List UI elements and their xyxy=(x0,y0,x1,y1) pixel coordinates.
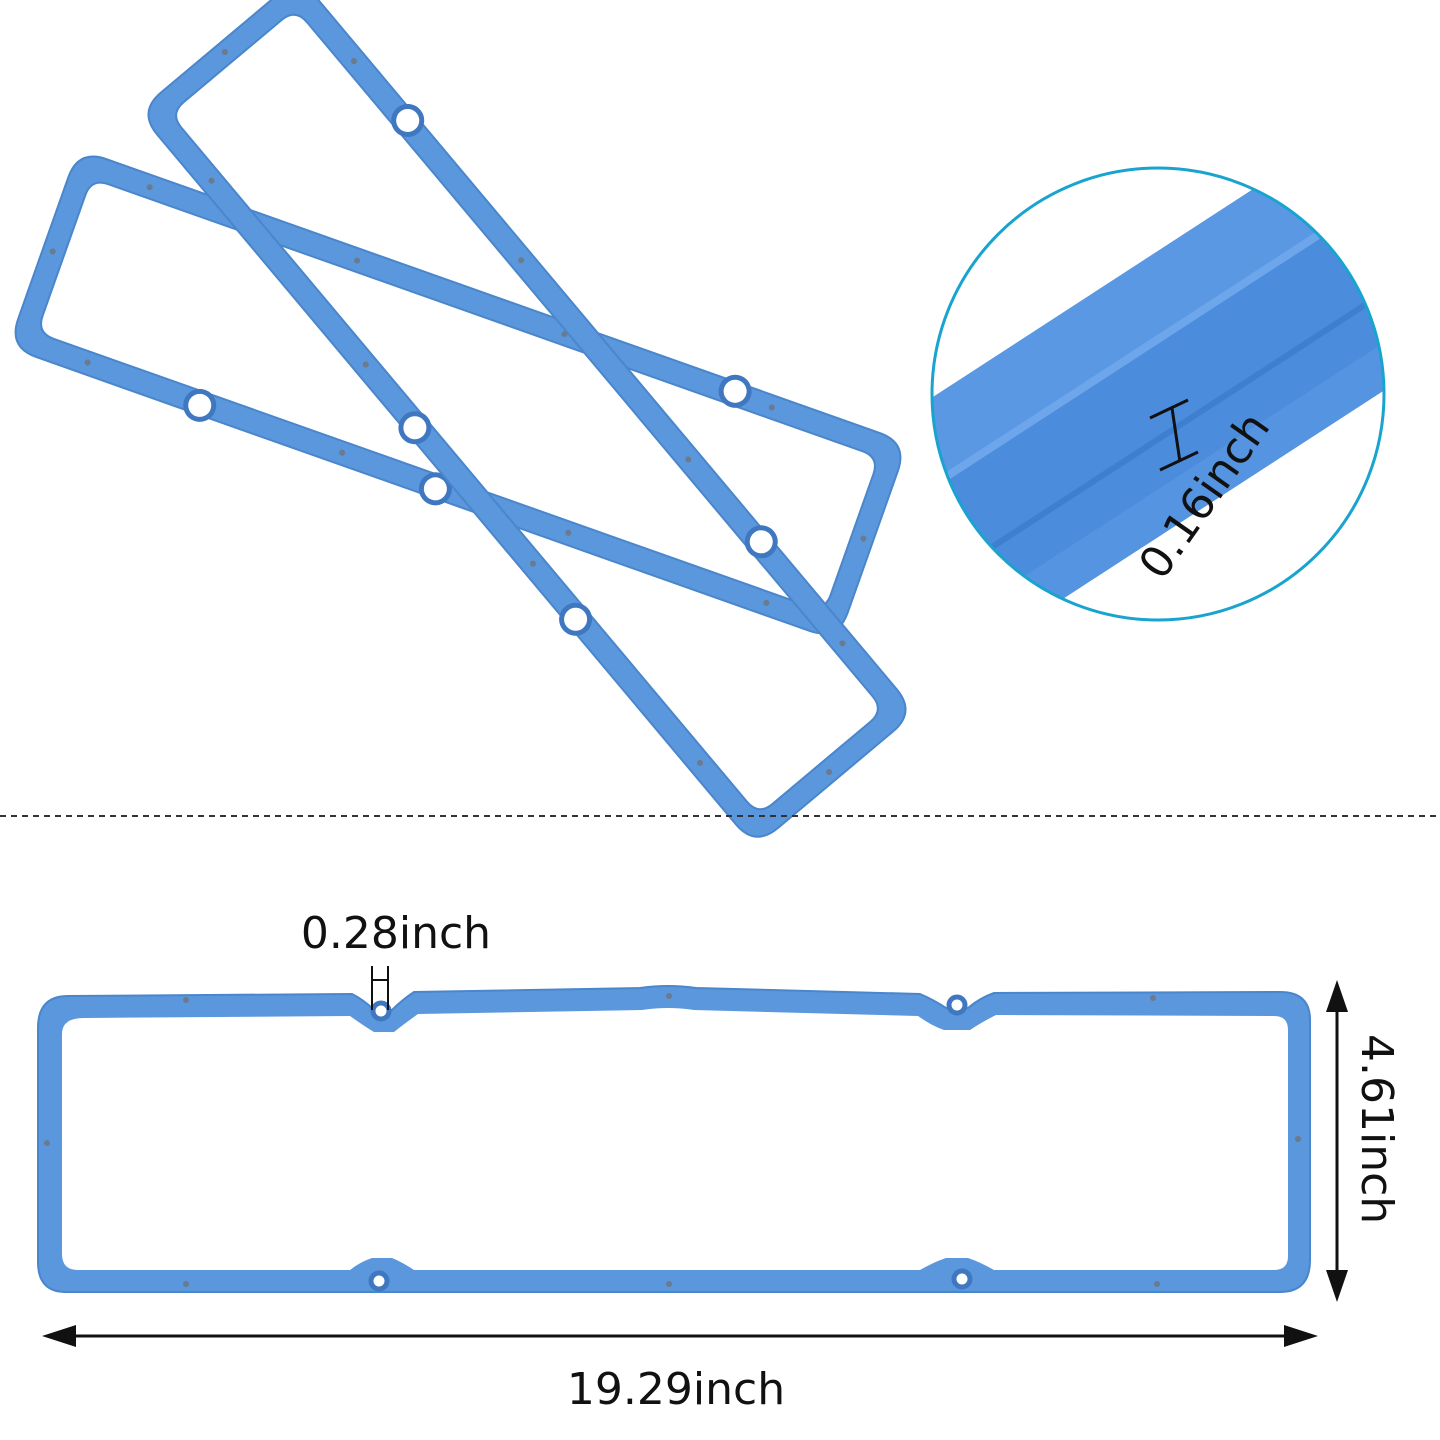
gasket-pair xyxy=(14,0,907,838)
gasket-flat xyxy=(37,985,1311,1293)
hole-diameter-label: 0.28inch xyxy=(301,908,491,959)
gasket-front xyxy=(147,0,907,838)
thickness-marker-icon xyxy=(1149,398,1199,472)
width-arrow-icon xyxy=(1326,980,1348,1302)
thickness-zoom: 0.16inch xyxy=(930,166,1386,622)
length-arrow-icon xyxy=(42,1325,1318,1347)
hole-diameter-marker xyxy=(371,966,389,1010)
width-label: 4.61inch xyxy=(1351,1034,1402,1224)
length-label: 19.29inch xyxy=(567,1364,785,1415)
